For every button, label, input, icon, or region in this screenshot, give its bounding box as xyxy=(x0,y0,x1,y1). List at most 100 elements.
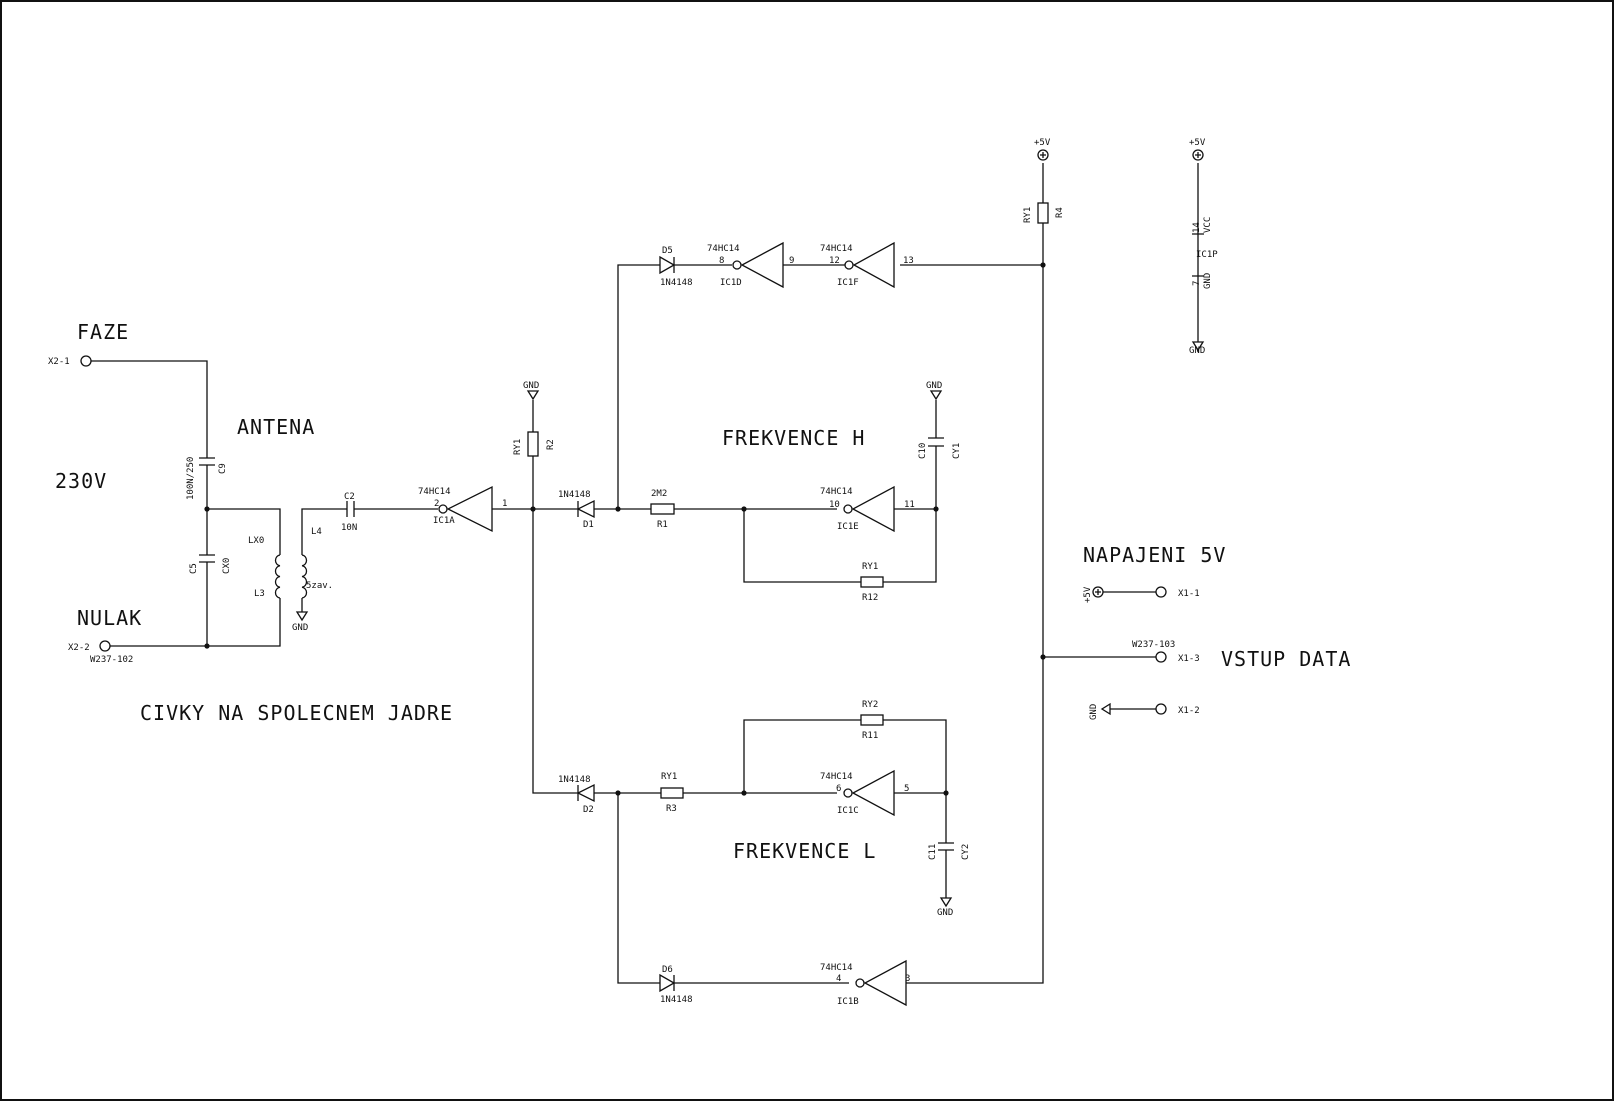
ic1c-ref: IC1C xyxy=(837,806,859,816)
l4-ref: L4 xyxy=(311,527,322,537)
wires xyxy=(91,163,1199,984)
connector-x2-2: X2-2 W237-102 xyxy=(68,640,133,665)
d2-ref: D2 xyxy=(583,805,594,815)
ic1f-pin13: 13 xyxy=(903,256,914,266)
ground-x1-label: GND xyxy=(1089,704,1099,720)
r2-ref: R2 xyxy=(546,439,556,450)
ground-ic1p-label: GND xyxy=(1189,346,1205,356)
label-civky: CIVKY NA SPOLECNEM JADRE xyxy=(140,701,453,725)
d2-value: 1N4148 xyxy=(558,775,591,785)
ic1a-ref: IC1A xyxy=(433,516,455,526)
ic1p-gnd: GND xyxy=(1203,273,1213,289)
r4-ref: R4 xyxy=(1055,207,1065,218)
connector-x1-2-label: X1-2 xyxy=(1178,706,1200,716)
l3-ref: L3 xyxy=(254,589,265,599)
inductor-l4: L4 5zav. xyxy=(301,527,333,599)
diode-d1: 1N4148 D1 xyxy=(558,490,595,530)
capacitor-c2: C2 10N xyxy=(341,492,357,533)
power-5v-x1: +5V xyxy=(1083,586,1104,603)
capacitor-c11: C11 CY2 xyxy=(928,842,971,860)
connector-x2-2-label: X2-2 xyxy=(68,643,90,653)
power-5v-r4: +5V xyxy=(1034,138,1051,161)
resistor-r12: RY1 R12 xyxy=(860,562,884,603)
ic1p-pin14: 14 xyxy=(1192,222,1202,233)
r1-ref: R1 xyxy=(657,520,668,530)
label-frekvence-l: FREKVENCE L xyxy=(733,839,876,863)
ic1p-pin7: 7 xyxy=(1192,281,1202,286)
c5-value: CX0 xyxy=(222,558,232,574)
ic1d-pin8: 8 xyxy=(719,256,724,266)
resistor-r3: RY1 R3 xyxy=(660,772,684,814)
label-230v: 230V xyxy=(55,469,107,493)
ground-r2-label: GND xyxy=(523,381,539,391)
inverter-ic1b: 74HC14 IC1B 4 3 xyxy=(820,959,910,1007)
connector-x2-1-label: X2-1 xyxy=(48,357,70,367)
ground-c11: GND xyxy=(937,897,953,918)
connector-x2-1: X2-1 xyxy=(48,355,92,367)
resistor-r11: RY2 R11 xyxy=(860,700,884,741)
connector-x1-3: X1-3 W237-103 xyxy=(1132,640,1200,664)
ic1d-ref: IC1D xyxy=(720,278,742,288)
ic1b-type: 74HC14 xyxy=(820,963,853,973)
c2-value: 10N xyxy=(341,523,357,533)
ic1a-type: 74HC14 xyxy=(418,487,451,497)
ic1c-type: 74HC14 xyxy=(820,772,853,782)
label-napajeni: NAPAJENI 5V xyxy=(1083,543,1226,567)
diode-d2: 1N4148 D2 xyxy=(558,775,595,815)
l4-value: 5zav. xyxy=(306,581,333,591)
inverter-ic1f: 74HC14 IC1F 12 13 xyxy=(820,241,914,289)
ic1e-type: 74HC14 xyxy=(820,487,853,497)
resistor-r2: RY1 R2 xyxy=(513,431,556,457)
power-5v-x1-label: +5V xyxy=(1083,586,1093,603)
label-nulak: NULAK xyxy=(77,606,142,630)
power-5v-ic1p: +5V xyxy=(1189,138,1206,161)
ic1c-pin6: 6 xyxy=(836,784,841,794)
r3-value: RY1 xyxy=(661,772,677,782)
ground-l4: GND xyxy=(292,611,308,633)
d6-value: 1N4148 xyxy=(660,995,693,1005)
connector-x1-part: W237-103 xyxy=(1132,640,1175,650)
ic1f-type: 74HC14 xyxy=(820,244,853,254)
ground-c10-label: GND xyxy=(926,381,942,391)
ground-l4-label: GND xyxy=(292,623,308,633)
ic1c-pin5: 5 xyxy=(904,784,909,794)
d1-value: 1N4148 xyxy=(558,490,591,500)
inverter-ic1a: 74HC14 IC1A 2 1 xyxy=(418,485,507,533)
label-antena: ANTENA xyxy=(237,415,315,439)
r12-value: RY1 xyxy=(862,562,878,572)
ic1p-vcc: VCC xyxy=(1203,217,1213,233)
label-frekvence-h: FREKVENCE H xyxy=(722,426,865,450)
ic1e-ref: IC1E xyxy=(837,522,859,532)
c10-value: CY1 xyxy=(952,443,962,459)
c11-ref: C11 xyxy=(928,844,938,860)
ic1f-pin12: 12 xyxy=(829,256,840,266)
inductor-lx0: LX0 L3 xyxy=(248,536,281,599)
r2-value: RY1 xyxy=(513,439,523,455)
r3-ref: R3 xyxy=(666,804,677,814)
ic1d-type: 74HC14 xyxy=(707,244,740,254)
connector-x1-1: X1-1 xyxy=(1155,586,1200,599)
connector-x2-part: W237-102 xyxy=(90,655,133,665)
r1-value: 2M2 xyxy=(651,489,667,499)
ic1p-ref: IC1P xyxy=(1196,250,1218,260)
ground-ic1p: GND xyxy=(1189,341,1205,356)
ground-c10: GND xyxy=(926,381,942,401)
c5-ref: C5 xyxy=(189,563,199,574)
c9-value: 100N/250 xyxy=(186,457,196,500)
power-5v-ic1p-label: +5V xyxy=(1189,138,1206,148)
d5-ref: D5 xyxy=(662,246,673,256)
inverter-ic1e: 74HC14 IC1E 10 11 xyxy=(820,485,915,533)
ic1b-ref: IC1B xyxy=(837,997,859,1007)
annotations: FAZE ANTENA 230V NULAK CIVKY NA SPOLECNE… xyxy=(55,320,1350,863)
diode-d5: D5 1N4148 xyxy=(659,246,693,288)
lx0-ref: LX0 xyxy=(248,536,264,546)
capacitor-c10: C10 CY1 xyxy=(918,437,962,459)
c10-ref: C10 xyxy=(918,443,928,459)
ic1b-pin3: 3 xyxy=(905,974,910,984)
inverter-ic1c: 74HC14 IC1C 6 5 xyxy=(820,769,909,817)
power-5v-r4-label: +5V xyxy=(1034,138,1051,148)
d5-value: 1N4148 xyxy=(660,278,693,288)
c2-ref: C2 xyxy=(344,492,355,502)
